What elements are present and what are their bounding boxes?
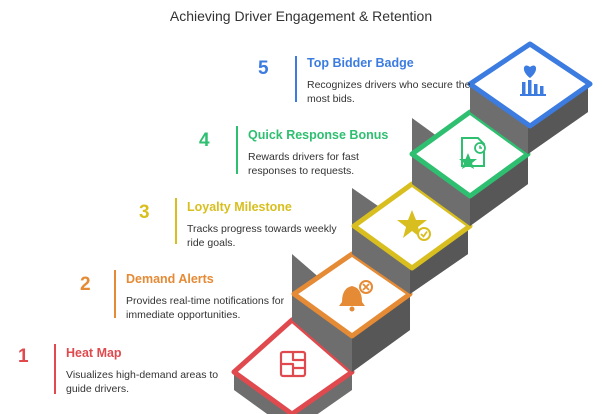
step-label-5: Top Bidder Badge — [307, 56, 414, 70]
step-number-1: 1 — [18, 346, 29, 367]
map-grid-icon — [279, 350, 307, 378]
page-title: Achieving Driver Engagement & Retention — [169, 8, 433, 24]
step-number-5: 5 — [258, 58, 269, 79]
step-number-4: 4 — [199, 130, 210, 151]
step-label-1: Heat Map — [66, 346, 122, 360]
step-description-2: Provides real-time notifications for imm… — [126, 295, 285, 321]
step-divider-3 — [175, 198, 177, 244]
stair-side-5 — [528, 84, 588, 154]
step-description-1: Visualizes high-demand areas to guide dr… — [66, 369, 219, 395]
step-number-3: 3 — [139, 202, 150, 223]
step-label-2: Demand Alerts — [126, 272, 214, 286]
step-label-4: Quick Response Bonus — [248, 128, 389, 142]
bell-alert-icon — [339, 280, 373, 312]
step-label-3: Loyalty Milestone — [187, 200, 292, 214]
star-check-icon — [397, 210, 431, 241]
stair-step-2 — [291, 251, 413, 372]
stair-riser-1 — [234, 372, 352, 414]
step-divider-1 — [54, 344, 56, 394]
stair-step-5 — [467, 41, 593, 154]
step-description-5: Recognizes drivers who secure the most b… — [307, 79, 471, 105]
step-divider-4 — [236, 126, 238, 174]
heart-bars-icon — [520, 65, 546, 96]
step-number-2: 2 — [80, 274, 91, 295]
step-description-3: Tracks progress towards weekly ride goal… — [187, 223, 337, 249]
document-star-clock-icon — [459, 137, 486, 169]
step-divider-5 — [295, 56, 297, 102]
stair-step-4 — [409, 109, 531, 226]
step-description-4: Rewards drivers for fast responses to re… — [248, 151, 359, 177]
step-divider-2 — [114, 270, 116, 318]
